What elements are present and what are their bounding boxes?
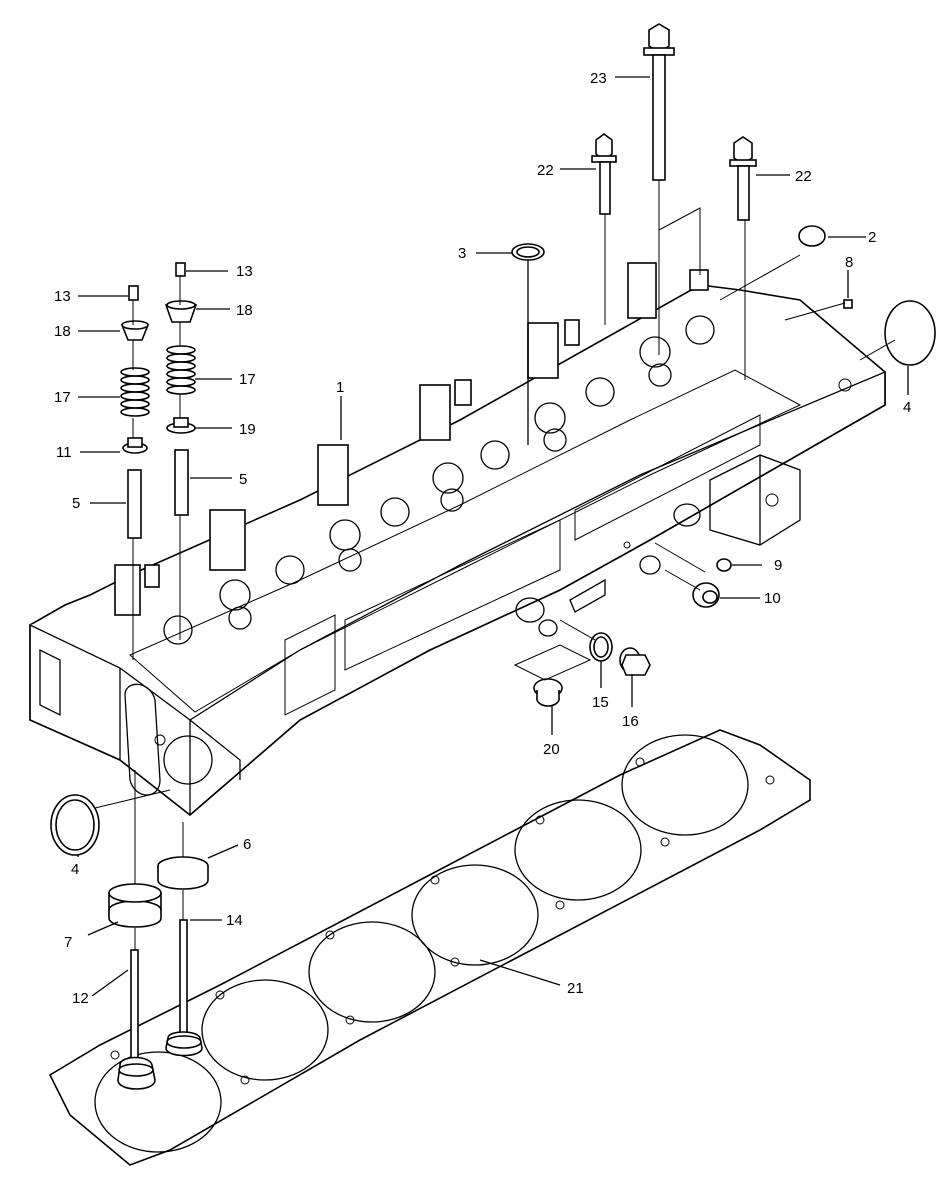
callout-12: 12 xyxy=(72,990,89,1007)
callout-16: 16 xyxy=(622,713,639,730)
callout-5-left: 5 xyxy=(72,495,80,512)
plug-bolt-16 xyxy=(619,647,651,676)
callout-10: 10 xyxy=(764,590,781,607)
head-gasket xyxy=(48,729,811,1166)
callout-18-right: 18 xyxy=(236,302,253,319)
cylinder-head xyxy=(28,262,886,817)
seal-ring-front xyxy=(50,794,100,856)
bolt-22-right xyxy=(729,136,757,380)
valve-guide-right xyxy=(174,449,189,516)
valve-12 xyxy=(117,949,156,1090)
callout-17-left: 17 xyxy=(54,389,71,406)
plug-10 xyxy=(692,582,720,608)
leader-lines xyxy=(77,76,909,997)
valve-guide-left xyxy=(127,469,142,539)
valve-stem-cap-right xyxy=(175,262,186,277)
callout-2: 2 xyxy=(868,229,876,246)
callout-13-left: 13 xyxy=(54,288,71,305)
callout-6: 6 xyxy=(243,836,251,853)
plug-9 xyxy=(716,558,732,572)
expansion-plug-2 xyxy=(798,225,826,247)
callout-21: 21 xyxy=(567,980,584,997)
callout-9: 9 xyxy=(774,557,782,574)
washer-15 xyxy=(589,632,613,662)
valve-spring-left xyxy=(120,367,150,417)
valve-seat-insert-6 xyxy=(157,856,209,890)
valve-14 xyxy=(165,919,203,1057)
bolt-22-left xyxy=(591,133,617,325)
callout-18-left: 18 xyxy=(54,323,71,340)
o-ring-3 xyxy=(511,243,545,261)
small-plug-8 xyxy=(843,299,853,309)
bolt-bosses xyxy=(114,262,709,616)
callout-20: 20 xyxy=(543,741,560,758)
callout-15: 15 xyxy=(592,694,609,711)
callout-22-left: 22 xyxy=(537,162,554,179)
callout-4-rear: 4 xyxy=(903,399,911,416)
callout-4-front: 4 xyxy=(71,861,79,878)
valve-stem-cap-left xyxy=(128,285,139,301)
callout-19: 19 xyxy=(239,421,256,438)
left-valve-stack xyxy=(120,285,150,539)
callout-23: 23 xyxy=(590,70,607,87)
cap-plug-20 xyxy=(533,678,563,707)
callout-13-right: 13 xyxy=(236,263,253,280)
valve-seat-insert-7 xyxy=(108,883,162,928)
callout-17-right: 17 xyxy=(239,371,256,388)
callout-7: 7 xyxy=(64,934,72,951)
valve-spring-right xyxy=(166,345,196,395)
callout-1: 1 xyxy=(336,379,344,396)
expansion-plug-rear xyxy=(884,300,936,366)
callout-8: 8 xyxy=(845,254,853,271)
callout-5-right: 5 xyxy=(239,471,247,488)
right-valve-stack xyxy=(164,262,198,516)
bolt-23 xyxy=(643,23,675,355)
callout-14: 14 xyxy=(226,912,243,929)
callout-11: 11 xyxy=(56,444,72,461)
callout-22-right: 22 xyxy=(795,168,812,185)
callout-labels: 1 2 3 4 4 5 5 6 7 8 9 10 11 12 13 13 14 … xyxy=(54,70,911,1007)
callout-3: 3 xyxy=(458,245,466,262)
